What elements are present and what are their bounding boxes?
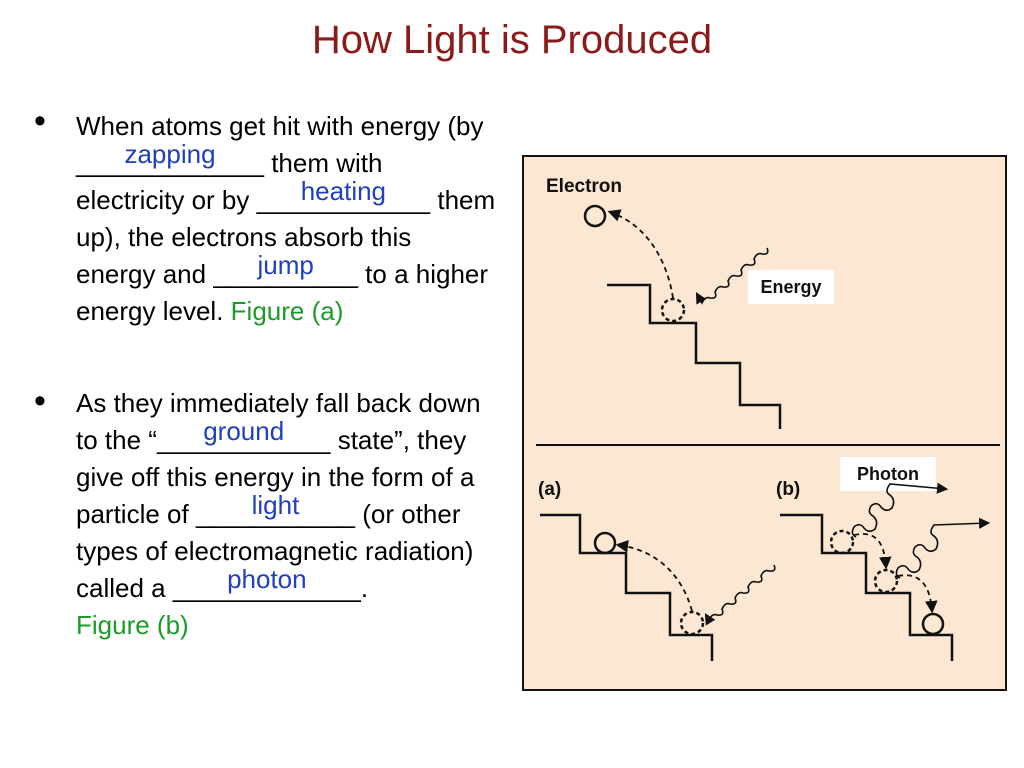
p1-text-2: them with electricity or by <box>76 148 383 215</box>
ground-electron-a-dashed <box>679 610 705 636</box>
electron-circle <box>583 204 607 228</box>
blank-line: ____________ <box>256 185 431 215</box>
fall-arrow-1 <box>853 533 892 570</box>
p2-text-4: . <box>360 573 369 603</box>
blank-line: __________ <box>213 259 358 289</box>
photon-label-box <box>840 457 936 491</box>
blank-line: _____________ <box>172 573 361 603</box>
p2-text-2: state”, they give off this energy in the… <box>76 425 475 529</box>
energy-wavy-arrow <box>695 247 769 305</box>
p1-text-3: them up), the electrons absorb this ener… <box>76 185 496 289</box>
answer-ground: ground <box>203 416 285 446</box>
blank-jump: __________jump <box>213 250 358 293</box>
staircase-b <box>780 513 954 661</box>
energy-label-box <box>748 270 834 304</box>
blank-line: ____________ <box>156 425 331 455</box>
staircase-a <box>540 513 714 661</box>
blank-ground: ____________ground <box>156 416 331 459</box>
figure-b-reference: Figure (b) <box>76 610 189 640</box>
p1-text-1: When atoms get hit with energy (by <box>76 111 484 141</box>
excited-electron-a <box>593 531 617 555</box>
ground-electron-b <box>921 612 945 636</box>
figure-background <box>522 155 1007 691</box>
figure-b-label: (b) <box>776 479 800 500</box>
blank-line: ___________ <box>195 499 356 529</box>
answer-heating: heating <box>300 176 387 206</box>
p1-text-4: to a higher energy level. <box>76 259 489 326</box>
excitation-arrow <box>607 209 674 299</box>
p2-text-1: As they immediately fall back down to th… <box>76 388 481 455</box>
paragraph-1: When atoms get hit with energy (by _____… <box>76 108 496 330</box>
electron-label: Electron <box>546 176 622 197</box>
blank-line: _____________ <box>76 148 264 178</box>
ground-electron-dashed <box>660 297 686 323</box>
blank-zapping: _____________zapping <box>76 139 264 182</box>
photon-wavy-arrow-1 <box>851 482 949 538</box>
energy-wavy-arrow-a <box>704 564 776 626</box>
page-title: How Light is Produced <box>311 18 713 62</box>
energy-level-figure: Electron Energy (a) (b) Photon <box>522 155 1007 691</box>
answer-light: light <box>251 490 300 520</box>
answer-jump: jump <box>257 250 314 280</box>
paragraph-2: As they immediately fall back down to th… <box>76 385 496 644</box>
figure-a-label: (a) <box>538 479 561 500</box>
excitation-arrow-a <box>615 540 693 612</box>
blank-light: ___________light <box>195 490 356 533</box>
energy-staircase <box>607 283 782 429</box>
answer-zapping: zapping <box>124 139 216 169</box>
blank-heating: ____________heating <box>256 176 431 219</box>
answer-photon: photon <box>227 564 307 594</box>
middle-electron-b-dashed <box>873 568 899 594</box>
p2-text-3: (or other types of electromagnetic radia… <box>76 499 474 603</box>
photon-label: Photon <box>857 464 919 484</box>
photon-wavy-arrow-2 <box>895 517 991 579</box>
energy-label: Energy <box>760 277 821 297</box>
bullet-marker: • <box>34 102 46 140</box>
blank-photon: _____________photon <box>172 564 361 607</box>
figure-a-reference: Figure (a) <box>230 296 344 326</box>
excited-electron-b-dashed <box>829 529 855 555</box>
bullet-marker: • <box>34 382 46 420</box>
